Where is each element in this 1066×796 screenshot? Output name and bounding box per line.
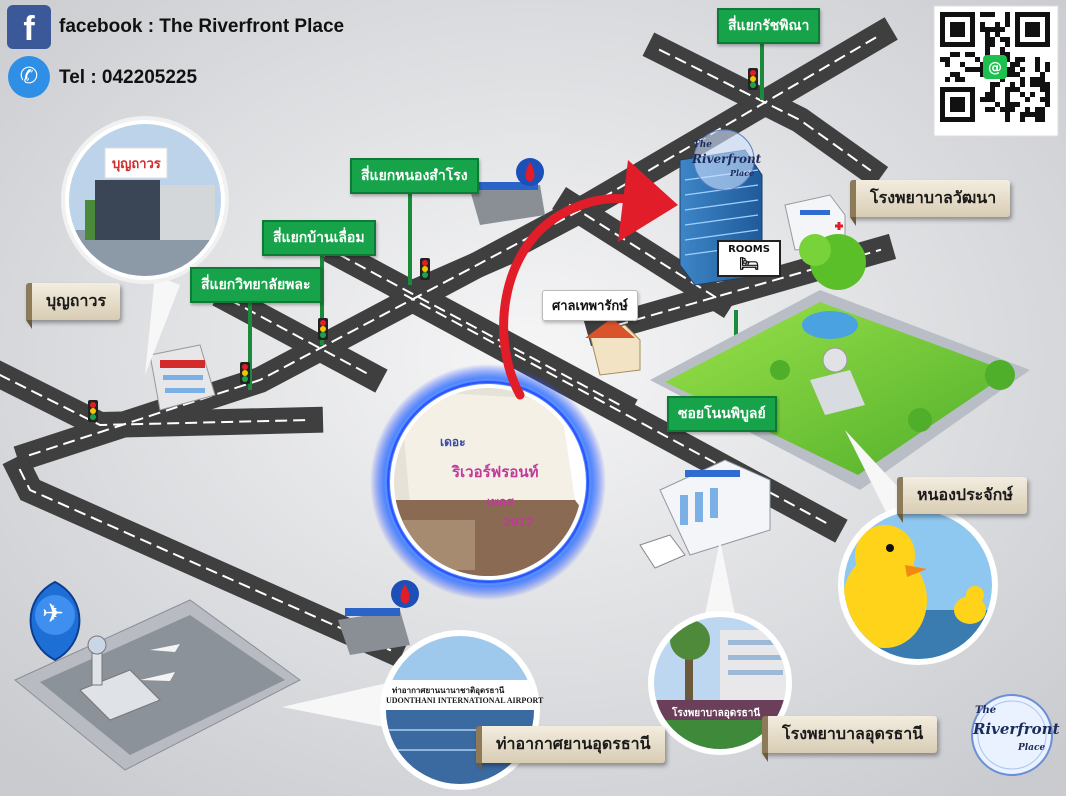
phone-text[interactable]: Tel : 042205225	[59, 67, 198, 88]
airport-photo-sign-thai: ท่าอากาศยานนานาชาติอุดรธานี	[392, 686, 505, 695]
building-photo-line4: 2017	[503, 516, 534, 529]
corner-logo-line3: Place	[1018, 743, 1046, 753]
sign-ban-luam: สี่แยกบ้านเลื่อม	[262, 220, 376, 256]
bunthavorn-store	[149, 344, 216, 411]
gas-station-south	[338, 580, 419, 655]
airport-model	[14, 580, 301, 771]
hospital-photo-sign: โรงพยาบาลอุดรธานี	[672, 708, 761, 719]
bunthavorn-photo-sign: บุญถาวร	[112, 157, 161, 172]
corner-logo-icon	[971, 694, 1053, 776]
bunthavorn-photo	[61, 116, 229, 284]
udon-hospital-photo	[648, 611, 792, 755]
phone-icon[interactable]: ✆	[8, 56, 50, 98]
banner-nong-prajak: หนองประจักษ์	[897, 477, 1027, 523]
building-photo-line3: เพลส	[487, 495, 514, 509]
building-photo-line1: เดอะ	[440, 435, 466, 449]
corner-logo-line1: The	[975, 705, 997, 716]
corner-logo-line2: Riverfront	[973, 720, 1060, 738]
udon-hospital-building	[639, 459, 771, 569]
sign-wittayalai: สี่แยกวิทยาลัยพละ	[190, 267, 322, 303]
banner-bunthavorn: บุญถาวร	[26, 283, 121, 329]
airplane-icon: ✈	[42, 599, 64, 629]
airport-photo	[380, 630, 540, 790]
building-photo-line2: ริเวอร์ฟรอนท์	[452, 463, 539, 481]
banner-udon-hospital: โรงพยาบาลอุดรธานี	[762, 716, 938, 762]
rooms-sign-text: ROOMS	[728, 244, 770, 255]
qr-code: @	[933, 5, 1059, 137]
nong-prajak-photo	[838, 505, 998, 665]
sign-ratchaphon: สี่แยกรัชพิณา	[717, 8, 821, 44]
hotel-building-photo	[370, 364, 606, 600]
traffic-lights	[88, 68, 758, 422]
facebook-icon[interactable]: f	[7, 5, 51, 49]
tag-san-thepparak: ศาลเทพารักษ์	[542, 290, 638, 321]
gas-station-north	[470, 158, 545, 225]
hotel-logo-line2: Riverfront	[692, 152, 762, 166]
shrine-building	[585, 318, 641, 376]
banner-airport: ท่าอากาศยานอุดรธานี	[476, 726, 665, 772]
hotel-logo-line3: Place	[730, 168, 755, 178]
facebook-text[interactable]: facebook : The Riverfront Place	[59, 16, 345, 37]
bed-icon: 🛏	[738, 254, 760, 273]
airport-photo-sign-en: UDONTHANI INTERNATIONAL AIRPORT	[386, 696, 544, 705]
banner-watthana-hospital: โรงพยาบาลวัฒนา	[850, 180, 1011, 226]
park-area	[650, 234, 1030, 490]
sign-nong-samrong: สี่แยกหนองสำโรง	[350, 158, 479, 194]
rooms-sign: ROOMS 🛏	[717, 240, 781, 277]
svg-text:@: @	[988, 60, 1002, 76]
photo-connectors	[145, 275, 910, 730]
red-arrow-icon	[499, 160, 678, 400]
hotel-logo-line1: The	[693, 140, 712, 150]
road-network	[0, 17, 898, 668]
sign-soi-nonphiban: ซอยโนนพิบูลย์	[667, 396, 777, 432]
